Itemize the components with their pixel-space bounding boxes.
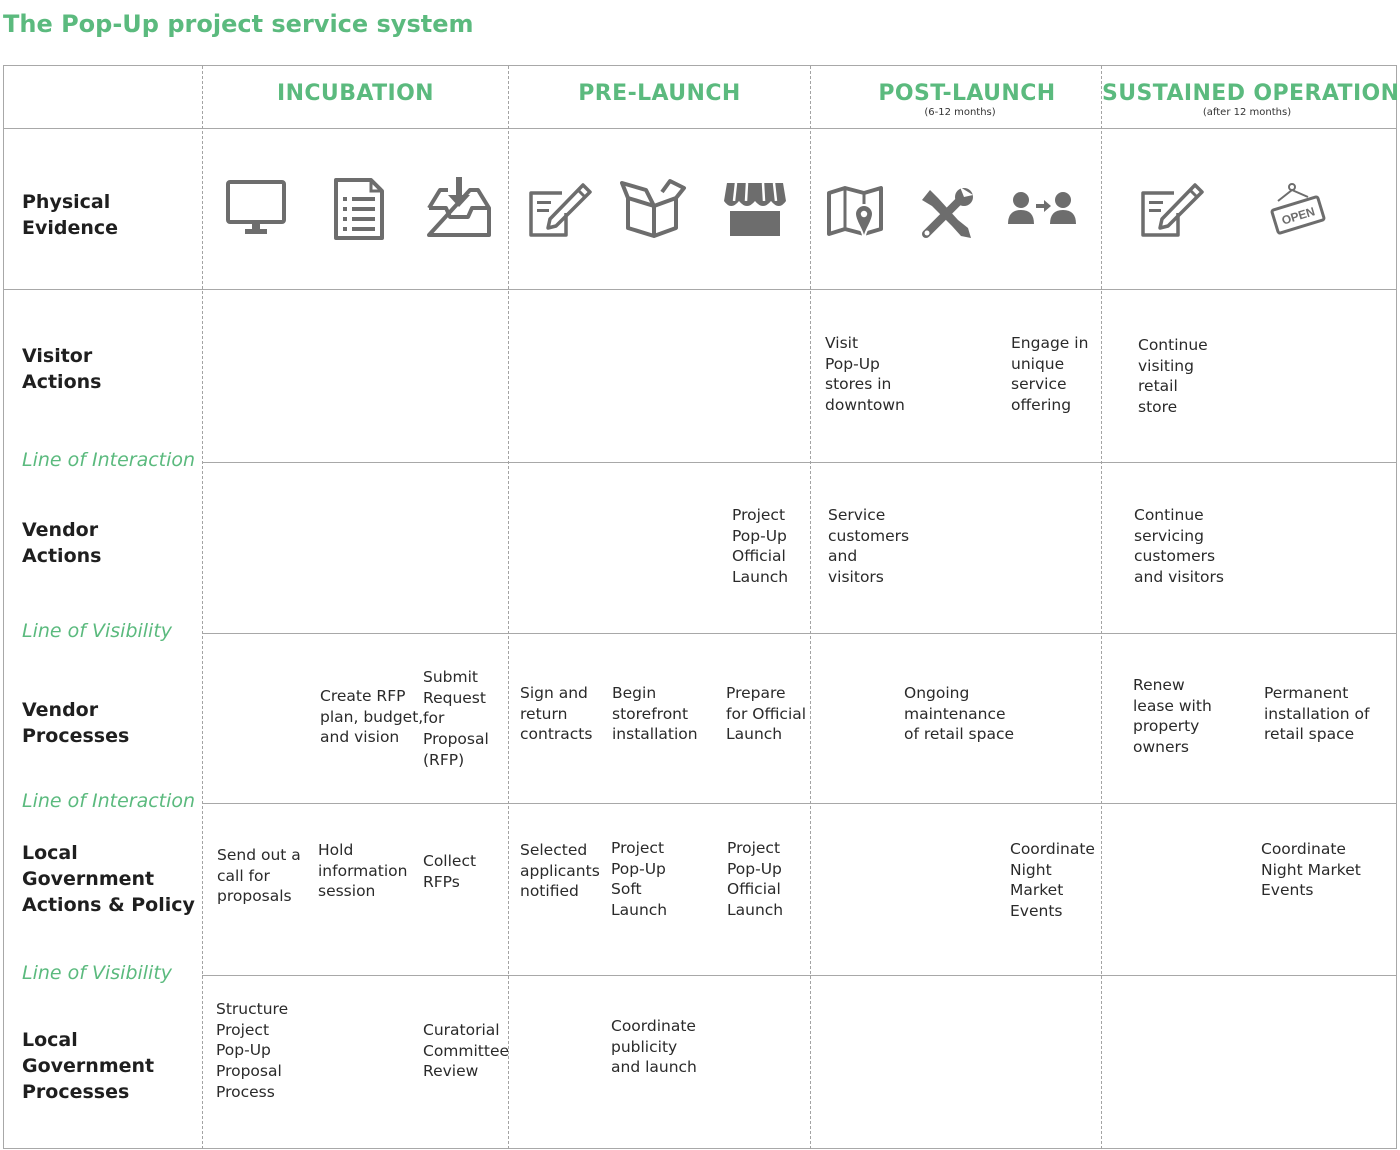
- blueprint-frame: [3, 65, 1397, 1149]
- cell-permanent-installation: Permanent installation of retail space: [1264, 684, 1370, 744]
- cell-prepare-launch: Prepare for Official Launch: [726, 684, 807, 744]
- line-of-visibility-rule-2: [202, 975, 1397, 976]
- line-of-interaction-label-2: Line of Interaction: [22, 790, 196, 812]
- cell-submit-rfp: Submit Request for Proposal (RFP): [423, 668, 489, 769]
- phase-post-launch-subtitle: (6-12 months): [924, 107, 996, 118]
- open-sign-icon: OPEN: [1268, 183, 1328, 235]
- phase-sustained-operation: SUSTAINED OPERATION: [1102, 81, 1400, 106]
- cell-coordinate-publicity: Coordinate publicity and launch: [611, 1017, 697, 1077]
- row-label-vendor-actions: Vendor Actions: [22, 519, 102, 567]
- cell-soft-launch: Project Pop-Up Soft Launch: [611, 839, 668, 920]
- cell-committee-review: Curatorial Committee Review: [423, 1021, 510, 1081]
- diagram-title: The Pop-Up project service system: [3, 10, 474, 38]
- cell-information-session: Hold information session: [318, 841, 408, 901]
- line-of-interaction-rule-2: [202, 803, 1397, 804]
- cell-create-rfp: Create RFP plan, budget, and vision: [320, 687, 424, 747]
- physical-evidence-divider: [3, 289, 1397, 290]
- line-of-visibility-label: Line of Visibility: [22, 620, 173, 642]
- cell-renew-lease: Renew lease with property owners: [1133, 676, 1212, 757]
- cell-structure-process: Structure Project Pop-Up Proposal Proces…: [216, 1000, 289, 1101]
- row-label-vendor-processes: Vendor Processes: [22, 699, 130, 747]
- cell-begin-installation: Begin storefront installation: [612, 684, 698, 744]
- phase-divider: [1101, 66, 1102, 1149]
- monitor-icon: [226, 180, 286, 236]
- phase-divider: [202, 66, 203, 1149]
- line-of-interaction-rule: [202, 462, 1397, 463]
- cell-call-for-proposals: Send out a call for proposals: [217, 846, 301, 906]
- cell-project-official-launch: Project Pop-Up Official Launch: [732, 506, 789, 587]
- cell-sign-contracts: Sign and return contracts: [520, 684, 593, 744]
- cell-continue-servicing: Continue servicing customers and visitor…: [1134, 506, 1224, 587]
- edit-document-icon: [528, 179, 594, 239]
- phase-divider: [810, 66, 811, 1149]
- line-of-visibility-rule: [202, 633, 1397, 634]
- phase-sustained-operation-subtitle: (after 12 months): [1202, 107, 1292, 118]
- cell-collect-rfps: Collect RFPs: [423, 852, 477, 891]
- inbox-download-icon: [426, 175, 492, 239]
- people-exchange-icon: [1007, 190, 1077, 228]
- line-of-visibility-label-2: Line of Visibility: [22, 962, 173, 984]
- cell-service-customers: Service customers and visitors: [828, 506, 910, 587]
- cell-applicants-notified: Selected applicants notified: [520, 841, 600, 901]
- cell-engage-service: Engage in unique service offering: [1011, 334, 1089, 415]
- phase-post-launch: POST-LAUNCH: [878, 81, 1056, 106]
- open-box-icon: [620, 178, 688, 240]
- cell-ongoing-maintenance: Ongoing maintenance of retail space: [904, 684, 1015, 744]
- header-divider: [3, 128, 1397, 129]
- phase-pre-launch: PRE-LAUNCH: [578, 81, 741, 106]
- line-of-interaction-label: Line of Interaction: [22, 449, 196, 471]
- row-label-gov-processes: Local Government Processes: [22, 1029, 155, 1103]
- phase-divider: [508, 66, 509, 1149]
- storefront-icon: [723, 181, 787, 237]
- map-pin-icon: [826, 185, 884, 243]
- cell-night-market-sustained: Coordinate Night Market Events: [1261, 840, 1361, 900]
- cell-visit-stores: Visit Pop-Up stores in downtown: [825, 334, 905, 415]
- row-label-visitor-actions: Visitor Actions: [22, 345, 102, 393]
- edit-document-icon: [1140, 179, 1206, 239]
- cell-continue-visiting: Continue visiting retail store: [1138, 336, 1208, 417]
- row-label-gov-actions: Local Government Actions & Policy: [22, 842, 195, 916]
- cell-night-market-post-launch: Coordinate Night Market Events: [1010, 840, 1095, 921]
- row-label-physical-evidence: Physical Evidence: [22, 191, 119, 239]
- phase-incubation: INCUBATION: [276, 81, 434, 106]
- cell-gov-official-launch: Project Pop-Up Official Launch: [727, 839, 784, 920]
- tools-icon: [918, 186, 974, 242]
- document-list-icon: [333, 177, 385, 241]
